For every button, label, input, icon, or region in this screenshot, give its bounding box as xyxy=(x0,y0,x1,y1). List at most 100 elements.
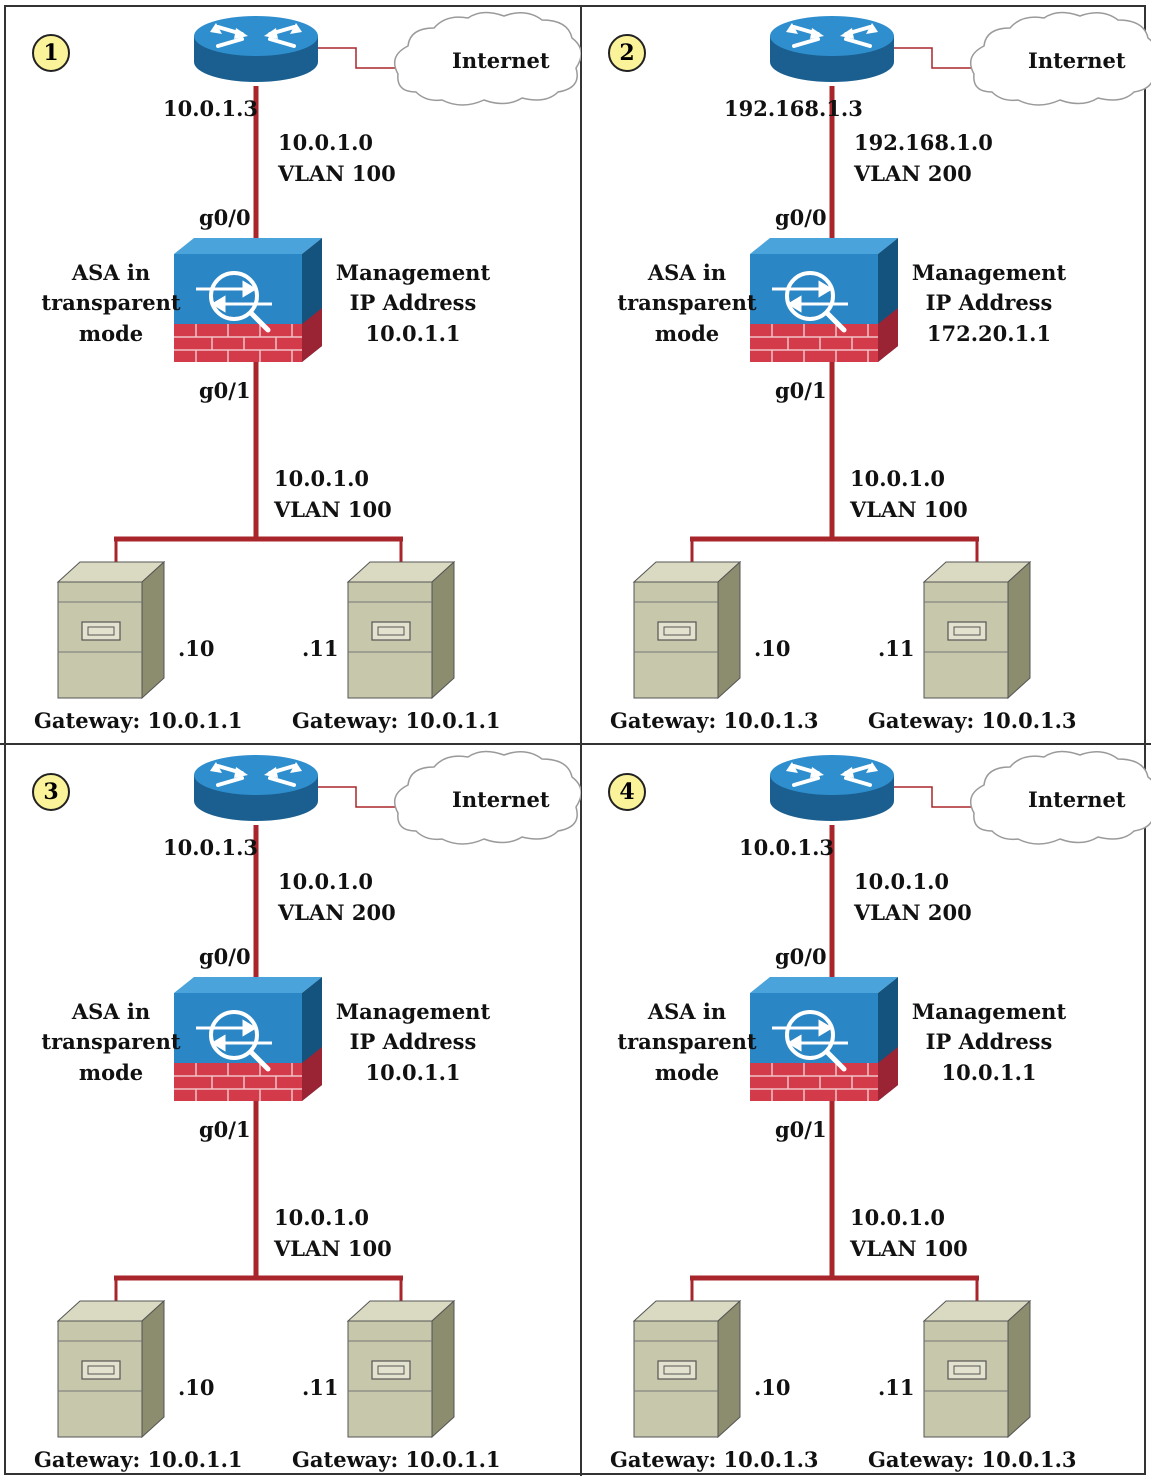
router-icon xyxy=(194,16,318,82)
host-right-label: .11 xyxy=(878,636,915,661)
port-g0-0-label: g0/0 xyxy=(199,205,251,230)
server-icon xyxy=(346,560,456,700)
downstream-subnet-label: 10.0.1.0 xyxy=(274,466,369,491)
link-lines xyxy=(114,786,406,1305)
port-g0-0-label: g0/0 xyxy=(775,944,827,969)
gateway-right-label: Gateway: 10.0.1.1 xyxy=(292,1447,501,1472)
gateway-right-label: Gateway: 10.0.1.3 xyxy=(868,1447,1077,1472)
diagram-border xyxy=(4,5,1146,1475)
internet-link xyxy=(887,786,982,808)
internet-link xyxy=(887,47,982,69)
upstream-subnet-label: 192.168.1.0 xyxy=(854,130,993,155)
link-lines xyxy=(114,47,406,566)
port-g0-0-label: g0/0 xyxy=(775,205,827,230)
port-g0-1-label: g0/1 xyxy=(775,1117,827,1142)
management-ip-line: 10.0.1.1 xyxy=(365,320,461,346)
host-left-label: .10 xyxy=(754,636,791,661)
downstream-subnet-label: 10.0.1.0 xyxy=(850,1205,945,1230)
management-ip-label: Management IP Address 10.0.1.1 xyxy=(328,258,498,349)
topology-panel-4: 4 Internet 10.0.1.3 10.0.1.0 VLAN 200 g0… xyxy=(582,745,1151,1483)
router-ip-label: 10.0.1.3 xyxy=(163,96,258,121)
link-lines xyxy=(690,786,982,1305)
divider-horizontal xyxy=(0,743,1151,745)
upstream-vlan-label: VLAN 200 xyxy=(854,900,972,925)
topology-drawing xyxy=(56,750,581,1439)
router-icon xyxy=(770,16,894,82)
gateway-left-label: Gateway: 10.0.1.3 xyxy=(610,708,819,733)
host-right-label: .11 xyxy=(878,1375,915,1400)
panel-number-badge: 4 xyxy=(608,773,646,811)
upstream-vlan-label: VLAN 100 xyxy=(278,161,396,186)
asa-mode-line: ASA in xyxy=(647,260,727,285)
cloud-icon xyxy=(969,11,1151,106)
internet-label: Internet xyxy=(452,787,550,812)
downstream-subnet-label: 10.0.1.0 xyxy=(850,466,945,491)
server-icon xyxy=(632,560,742,700)
host-left-label: .10 xyxy=(178,636,215,661)
router-icon xyxy=(770,755,894,821)
downstream-vlan-label: VLAN 100 xyxy=(850,1236,968,1261)
asa-mode-line: transparent xyxy=(617,290,757,316)
host-left-label: .10 xyxy=(178,1375,215,1400)
management-ip-line: IP Address xyxy=(349,1029,477,1055)
divider-vertical xyxy=(580,6,582,1476)
downstream-vlan-label: VLAN 100 xyxy=(274,1236,392,1261)
internet-label: Internet xyxy=(1028,48,1126,73)
downstream-subnet-label: 10.0.1.0 xyxy=(274,1205,369,1230)
panel-number-badge: 1 xyxy=(32,34,70,72)
asa-mode-line: ASA in xyxy=(71,260,151,285)
upstream-subnet-label: 10.0.1.0 xyxy=(854,869,949,894)
firewall-icon xyxy=(750,238,898,362)
topology-panel-2: 2 Internet 192.168.1.3 192.168.1.0 VLAN … xyxy=(582,6,1151,744)
port-g0-0-label: g0/0 xyxy=(199,944,251,969)
downstream-vlan-label: VLAN 100 xyxy=(274,497,392,522)
port-g0-1-label: g0/1 xyxy=(199,378,251,403)
management-ip-line: 172.20.1.1 xyxy=(926,320,1052,346)
gateway-right-label: Gateway: 10.0.1.3 xyxy=(868,708,1077,733)
asa-mode-line: transparent xyxy=(617,1029,757,1055)
cloud-icon xyxy=(393,11,581,106)
internet-label: Internet xyxy=(452,48,550,73)
downstream-vlan-label: VLAN 100 xyxy=(850,497,968,522)
port-g0-1-label: g0/1 xyxy=(199,1117,251,1142)
server-icon xyxy=(346,1299,456,1439)
upstream-vlan-label: VLAN 200 xyxy=(278,900,396,925)
gateway-right-label: Gateway: 10.0.1.1 xyxy=(292,708,501,733)
server-icon xyxy=(922,560,1032,700)
panel-number-badge: 2 xyxy=(608,34,646,72)
server-icon xyxy=(632,1299,742,1439)
panel-number-badge: 3 xyxy=(32,773,70,811)
internet-link xyxy=(311,786,406,808)
asa-mode-line: ASA in xyxy=(71,999,151,1024)
management-ip-label: Management IP Address 10.0.1.1 xyxy=(904,997,1074,1088)
topology-panel-1: 1 Internet 10.0.1.3 10.0.1.0 VLAN 100 g0… xyxy=(6,6,581,744)
topology-drawing xyxy=(632,750,1151,1439)
internet-label: Internet xyxy=(1028,787,1126,812)
firewall-icon xyxy=(174,977,322,1101)
cloud-icon xyxy=(393,750,581,845)
upstream-subnet-label: 10.0.1.0 xyxy=(278,130,373,155)
asa-mode-label: ASA in transparent mode xyxy=(36,258,186,349)
management-ip-label: Management IP Address 10.0.1.1 xyxy=(328,997,498,1088)
firewall-icon xyxy=(174,238,322,362)
upstream-subnet-label: 10.0.1.0 xyxy=(278,869,373,894)
upstream-vlan-label: VLAN 200 xyxy=(854,161,972,186)
management-ip-line: 10.0.1.1 xyxy=(365,1059,461,1085)
router-ip-label: 192.168.1.3 xyxy=(724,96,863,121)
topology-panel-3: 3 Internet 10.0.1.3 10.0.1.0 VLAN 200 g0… xyxy=(6,745,581,1483)
management-ip-line: 10.0.1.1 xyxy=(941,1059,1037,1085)
management-ip-line: IP Address xyxy=(349,290,477,316)
management-ip-line: Management xyxy=(335,260,491,285)
asa-mode-line: mode xyxy=(654,1059,720,1085)
asa-mode-label: ASA in transparent mode xyxy=(612,258,762,349)
management-ip-line: IP Address xyxy=(925,1029,1053,1055)
gateway-left-label: Gateway: 10.0.1.1 xyxy=(34,708,243,733)
asa-mode-line: transparent xyxy=(41,290,181,316)
asa-mode-line: mode xyxy=(654,320,720,346)
asa-mode-line: ASA in xyxy=(647,999,727,1024)
gateway-left-label: Gateway: 10.0.1.3 xyxy=(610,1447,819,1472)
firewall-icon xyxy=(750,977,898,1101)
server-icon xyxy=(56,1299,166,1439)
management-ip-line: Management xyxy=(911,260,1067,285)
asa-mode-label: ASA in transparent mode xyxy=(36,997,186,1088)
